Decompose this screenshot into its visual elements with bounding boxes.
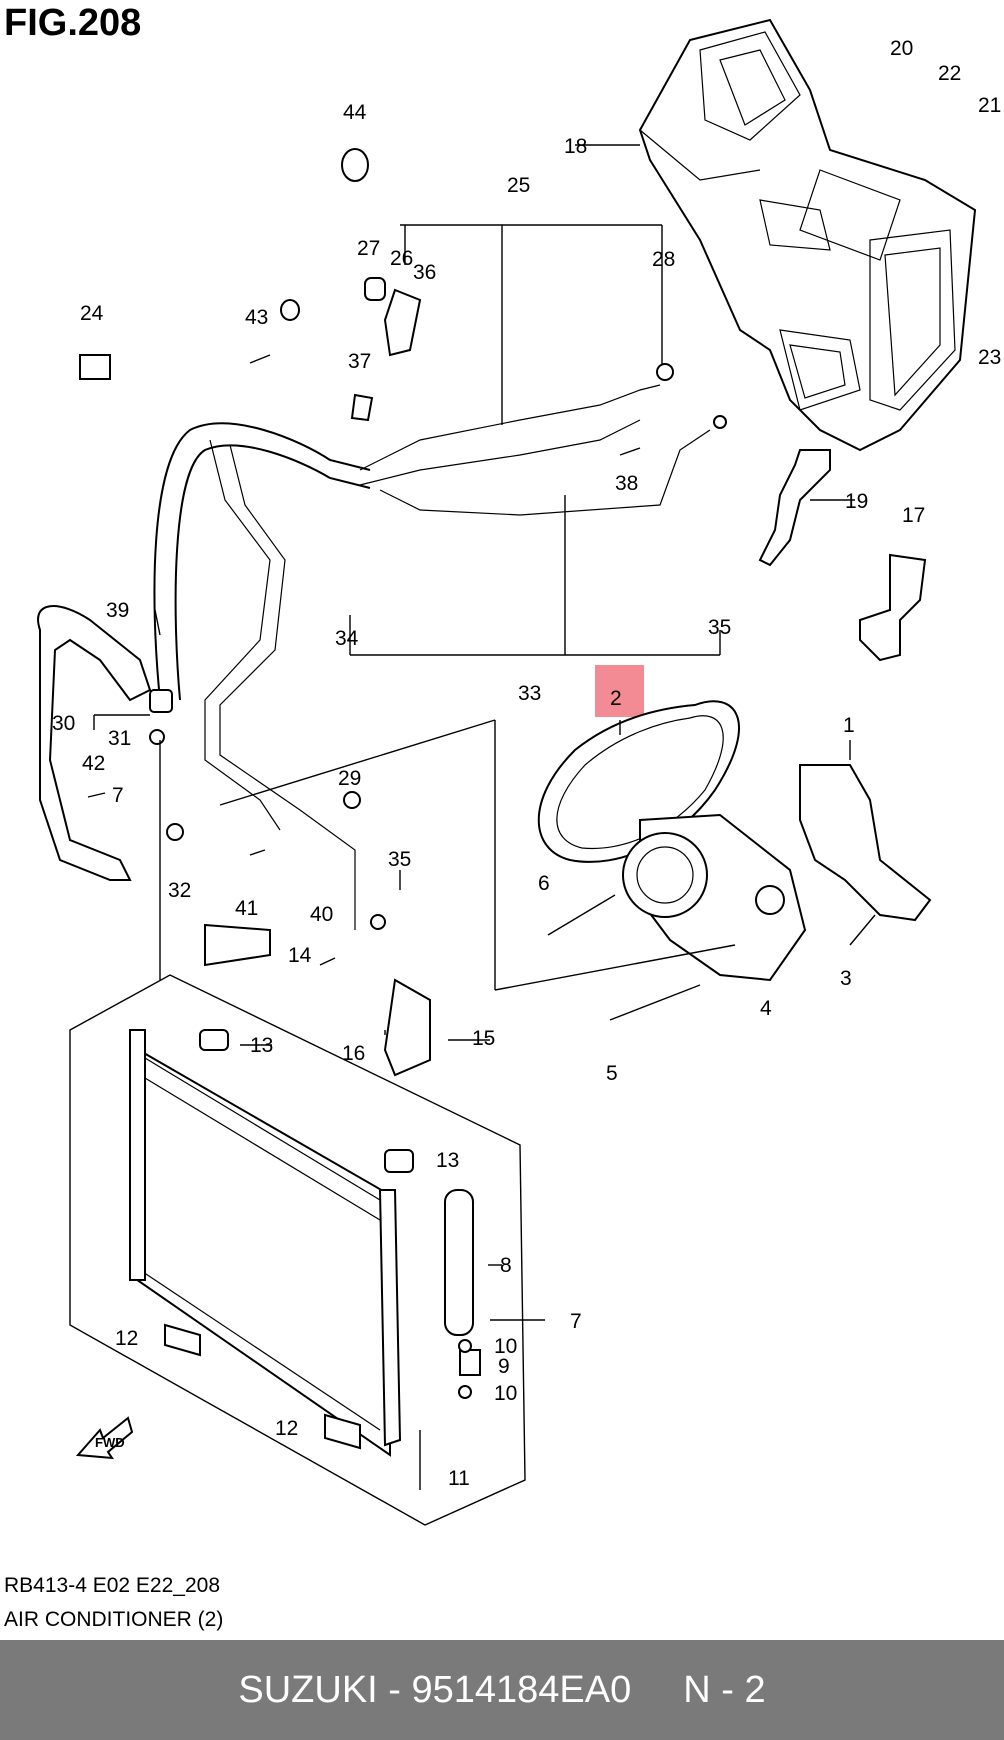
callout-labels: 1 2 3 4 5 6 7 8 9 10 11 12 13 14 15 16 1… bbox=[52, 37, 1001, 1490]
callout-13: 13 bbox=[250, 1034, 273, 1057]
callout-9: 9 bbox=[498, 1355, 510, 1378]
callout-23: 23 bbox=[978, 346, 1001, 369]
callout-35b: 35 bbox=[388, 848, 411, 871]
callout-27: 27 bbox=[357, 237, 380, 260]
diagram-title: AIR CONDITIONER (2) bbox=[4, 1608, 224, 1631]
callout-29: 29 bbox=[338, 767, 361, 790]
callout-6: 6 bbox=[538, 872, 550, 895]
callout-41: 41 bbox=[235, 897, 258, 920]
callout-28: 28 bbox=[652, 248, 675, 271]
figure-label: FIG.208 bbox=[4, 2, 142, 44]
callout-38: 38 bbox=[615, 472, 638, 495]
callout-35a: 35 bbox=[708, 616, 731, 639]
callout-10b: 10 bbox=[494, 1382, 517, 1405]
bracket-1-part bbox=[799, 764, 932, 922]
callout-24: 24 bbox=[80, 302, 104, 325]
highlight-box bbox=[595, 665, 644, 717]
condenser-part bbox=[69, 974, 526, 1526]
callout-39: 39 bbox=[106, 599, 129, 622]
parts-diagram: 1 2 3 4 5 6 7 8 9 10 11 12 13 14 15 16 1… bbox=[37, 18, 1001, 1526]
callout-12: 12 bbox=[115, 1327, 138, 1350]
callout-26: 26 bbox=[390, 247, 413, 270]
callout-12b: 12 bbox=[275, 1417, 298, 1440]
callout-43: 43 bbox=[245, 306, 268, 329]
callout-13b: 13 bbox=[436, 1149, 459, 1172]
callout-14: 14 bbox=[288, 944, 312, 967]
bracket-17-part bbox=[859, 553, 927, 662]
callout-5: 5 bbox=[606, 1062, 618, 1085]
callout-40: 40 bbox=[310, 903, 333, 926]
callout-34: 34 bbox=[335, 627, 359, 650]
callout-22: 22 bbox=[938, 62, 961, 85]
leader-lines bbox=[93, 144, 855, 1321]
footer-ref: N - 2 bbox=[683, 1668, 766, 1711]
callout-37: 37 bbox=[348, 350, 371, 373]
hvac-unit-part bbox=[638, 18, 977, 452]
callout-25: 25 bbox=[507, 174, 530, 197]
callout-44: 44 bbox=[343, 101, 367, 124]
callout-42: 42 bbox=[82, 752, 105, 775]
callout-19: 19 bbox=[845, 490, 868, 513]
callout-11: 11 bbox=[448, 1467, 470, 1490]
fwd-arrow-icon bbox=[75, 1416, 134, 1460]
callout-31: 31 bbox=[108, 727, 131, 750]
drive-belt-part bbox=[537, 700, 740, 863]
drain-hose-part bbox=[758, 449, 831, 567]
footer-bar: SUZUKI - 9514184EA0 N - 2 bbox=[0, 1640, 1004, 1740]
fwd-label: FWD bbox=[95, 1435, 125, 1450]
callout-1: 1 bbox=[843, 714, 855, 737]
callout-17: 17 bbox=[902, 504, 925, 527]
callout-21: 21 bbox=[978, 94, 1001, 117]
callout-4: 4 bbox=[760, 997, 772, 1020]
callout-36: 36 bbox=[413, 261, 436, 284]
callout-18: 18 bbox=[564, 135, 587, 158]
ac-pipes bbox=[37, 384, 711, 930]
compressor-part bbox=[622, 813, 807, 982]
footer-part-number: SUZUKI - 9514184EA0 bbox=[238, 1668, 632, 1711]
callout-33: 33 bbox=[518, 682, 541, 705]
callout-16: 16 bbox=[342, 1042, 365, 1065]
callout-7: 7 bbox=[570, 1310, 582, 1333]
hardware-parts bbox=[79, 148, 876, 1490]
callout-3: 3 bbox=[840, 967, 852, 990]
callout-2: 2 bbox=[610, 687, 622, 710]
callout-7b: 7 bbox=[112, 784, 124, 807]
callout-8: 8 bbox=[500, 1254, 512, 1277]
callout-15: 15 bbox=[472, 1027, 495, 1050]
callout-10a: 10 bbox=[494, 1335, 517, 1358]
callout-20: 20 bbox=[890, 37, 913, 60]
callout-30: 30 bbox=[52, 712, 75, 735]
diagram-code: RB413-4 E02 E22_208 bbox=[4, 1574, 220, 1597]
callout-32: 32 bbox=[168, 879, 191, 902]
